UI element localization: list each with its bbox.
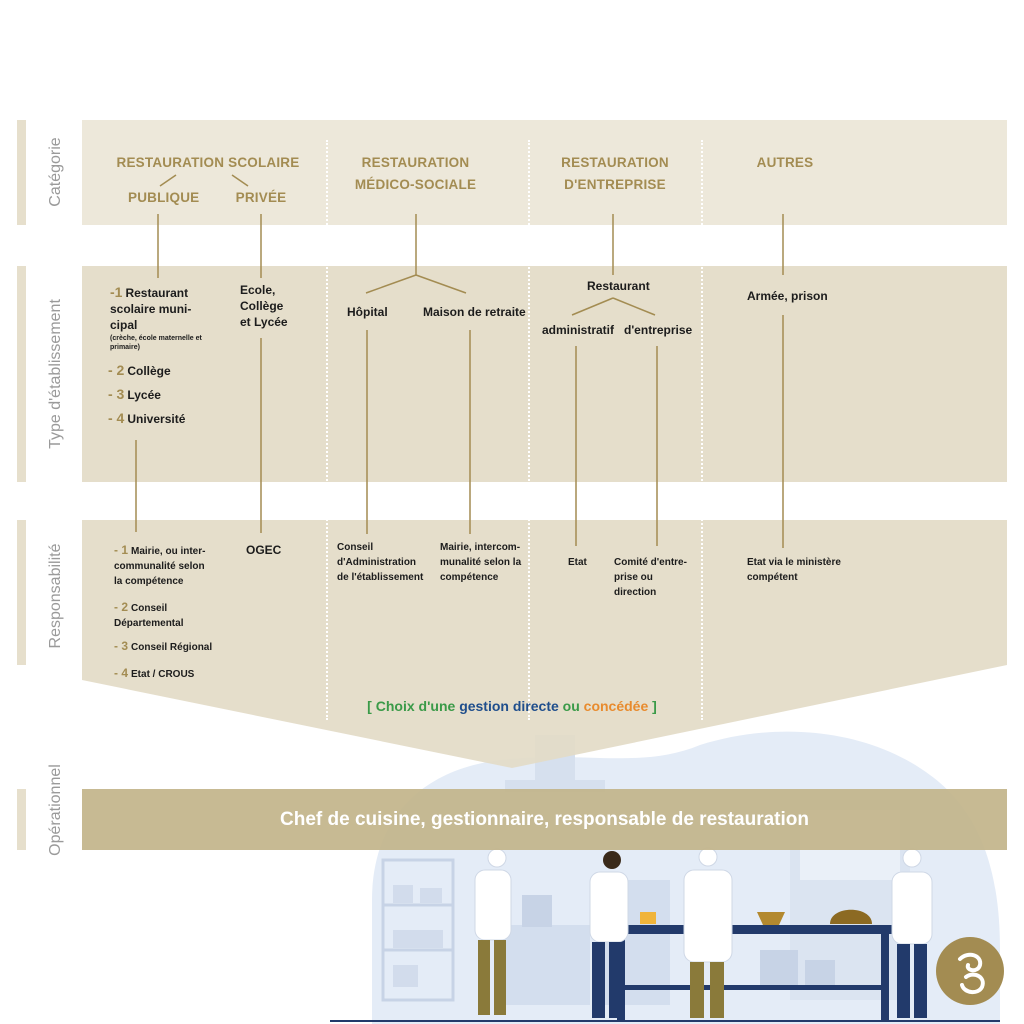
resp-etat: Etat [568, 557, 587, 568]
resp-publique-num-2: - 2 [114, 600, 129, 614]
resp-publique-text-2: Conseil Départemental [114, 603, 184, 629]
type-publique-num-3: - 3 [108, 386, 125, 402]
choix-text: Choix d'une [375, 698, 456, 714]
choix-ou: ou [562, 698, 580, 714]
resp-conseil: Conseil d'Administration de l'établissem… [337, 542, 424, 583]
category-band [82, 120, 1007, 225]
type-publique-num-1: -1 [110, 284, 123, 300]
type-hopital: Hôpital [347, 305, 388, 319]
type-maison: Maison de retraite [423, 305, 526, 319]
choix-bracket-open: [ [367, 698, 376, 714]
column-separator [326, 140, 328, 720]
type-privee: Ecole, Collège et Lycée [240, 282, 288, 330]
category-medico-line2: MÉDICO-SOCIALE [354, 177, 477, 192]
type-publique-text-3: Lycée [127, 388, 161, 402]
column-separator [701, 140, 703, 720]
operationnel-band [82, 789, 1007, 850]
resp-publique-num-3: - 3 [114, 639, 129, 653]
resp-publique-num-1: - 1 [114, 543, 129, 557]
type-administratif: administratif [542, 323, 615, 337]
type-publique-num-4: - 4 [108, 410, 125, 426]
category-medico-line1: RESTAURATION [361, 155, 470, 170]
type-armee: Armée, prison [747, 289, 828, 303]
kitchen-table [612, 925, 894, 934]
type-publique-note: (crèche, école maternelle et primaire) [110, 335, 202, 351]
left-shelf [381, 858, 455, 1002]
category-entreprise-line1: RESTAURATION [561, 155, 669, 170]
type-privee-line1: Ecole, [240, 283, 276, 297]
category-privee: PRIVÉE [235, 190, 287, 205]
type-restaurant: Restaurant [587, 279, 650, 293]
category-autres: AUTRES [756, 155, 814, 170]
category-entreprise-line2: D'ENTREPRISE [564, 177, 666, 192]
type-publique-num-2: - 2 [108, 362, 125, 378]
responsabilite-marker [17, 520, 26, 665]
choix-gestion: [ Choix d'une gestion directe ou concédé… [300, 696, 724, 716]
resp-publique-text-4: Etat / CROUS [131, 669, 195, 680]
category-medico: RESTAURATION MÉDICO-SOCIALE [338, 152, 493, 196]
band-gap [82, 482, 1007, 520]
resp-ogec: OGEC [246, 543, 282, 557]
type-privee-line2: Collège [240, 299, 284, 313]
chef-figure-3 [683, 847, 733, 1018]
chef-figure-4 [891, 848, 933, 1018]
resp-publique-text-3: Conseil Régional [131, 642, 213, 653]
operationnel-marker [17, 789, 26, 850]
choix-directe: gestion directe [459, 698, 559, 714]
category-scolaire: RESTAURATION SCOLAIRE [116, 155, 300, 170]
categorie-marker [17, 120, 26, 225]
resp-etat-ministere: Etat via le ministère compétent [747, 557, 841, 583]
type-publique-text-2: Collège [127, 364, 171, 378]
chef-figure-1 [474, 848, 552, 1015]
type-privee-line3: et Lycée [240, 315, 288, 329]
resp-comite: Comité d'entre-prise ou direction [614, 557, 687, 598]
operationnel-text: Chef de cuisine, gestionnaire, responsab… [280, 809, 809, 830]
resp-mairie: Mairie, intercom-munalité selon la compé… [440, 542, 522, 583]
type-publique-text-4: Université [127, 412, 186, 426]
type-d-entreprise: d'entreprise [624, 323, 693, 337]
spiral-logo-icon [936, 937, 1004, 1005]
category-entreprise: RESTAURATION D'ENTREPRISE [540, 152, 690, 196]
resp-publique-text-1: Mairie, ou inter-communalité selon la co… [114, 546, 206, 587]
type-publique-text-1: Restaurant scolaire muni-cipal [110, 286, 192, 332]
type-marker [17, 266, 26, 482]
column-separator [528, 140, 530, 720]
chef-figure-2 [589, 851, 629, 1018]
choix-bracket-close: ] [648, 698, 657, 714]
resp-publique-num-4: - 4 [114, 666, 129, 680]
category-publique: PUBLIQUE [128, 190, 200, 205]
choix-concedee: concédée [583, 698, 649, 714]
